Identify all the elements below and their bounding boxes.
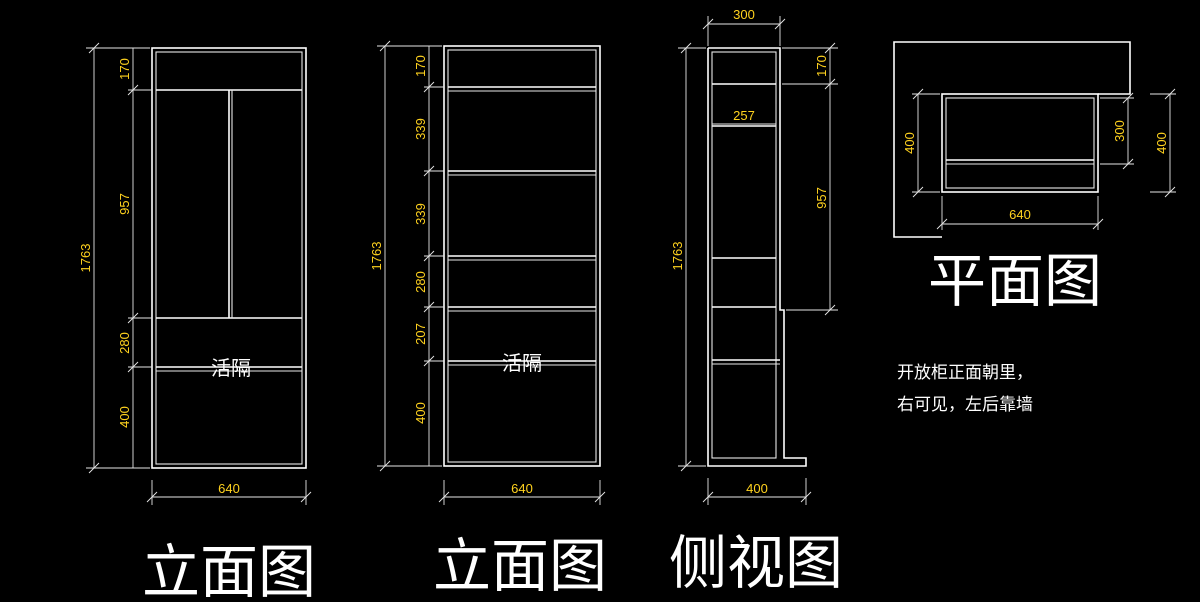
note-line-2: 右可见，左后靠墙 [897,395,1033,415]
e1-total-dim: 1763 [78,244,93,273]
e2-title: 立面图 [433,532,607,600]
e2-s3-dim: 280 [413,271,428,293]
p-right-dim: 400 [1154,132,1169,154]
e1-title: 立面图 [142,538,316,602]
s-bottom-width-dim: 400 [746,481,768,496]
s-top-dim: 170 [814,55,829,77]
elevation-2-view: 1763 170 339 339 280 207 400 640 活隔 立面图 [369,40,607,600]
p-left-dim: 400 [902,132,917,154]
e2-s1-dim: 339 [413,118,428,140]
plan-title: 平面图 [928,247,1102,315]
p-width-dim: 640 [1009,207,1031,222]
e2-total-dim: 1763 [369,242,384,271]
e1-mid-dim: 957 [117,193,132,215]
p-inner-dim: 300 [1112,120,1127,142]
e2-width-dim: 640 [511,481,533,496]
elevation-1-view: 1763 170 957 280 400 640 活隔 立面图 [78,42,316,602]
s-top-width-dim: 300 [733,7,755,22]
e1-top-dim: 170 [117,58,132,80]
e1-width-dim: 640 [218,481,240,496]
e2-shelf-label: 活隔 [502,351,542,375]
plan-view: 400 300 400 640 平面图 开放柜正面朝里， 右可见，左后靠墙 [893,41,1176,415]
side-title: 侧视图 [669,529,843,597]
e1-low-dim: 280 [117,332,132,354]
side-view: 300 257 1763 170 957 400 侧视图 [669,7,843,597]
e2-s4-dim: 207 [413,323,428,345]
e2-bottom-dim: 400 [413,402,428,424]
s-mid-dim: 957 [814,187,829,209]
note-line-1: 开放柜正面朝里， [897,363,1033,383]
e2-top-dim: 170 [413,55,428,77]
s-total-dim: 1763 [670,242,685,271]
s-inner-width-dim: 257 [733,108,755,123]
e2-s2-dim: 339 [413,203,428,225]
e1-shelf-label: 活隔 [211,356,251,380]
e1-bottom-dim: 400 [117,406,132,428]
